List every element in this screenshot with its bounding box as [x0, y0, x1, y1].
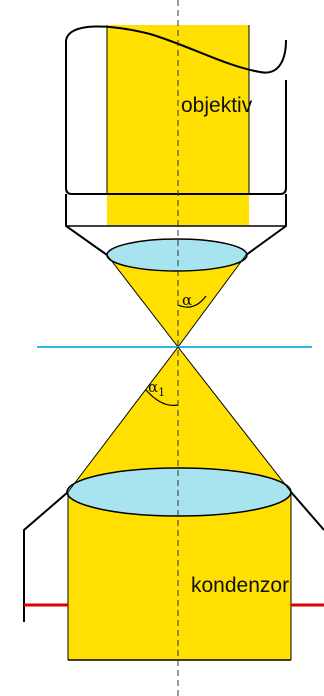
- condenser-label: kondenzor: [191, 574, 289, 597]
- objective: objektiv α: [65, 25, 287, 348]
- condenser-light-column: [68, 492, 291, 660]
- objective-angle-label: α: [182, 291, 192, 309]
- condenser-mount-left: [23, 491, 69, 622]
- objective-nose-left: [65, 194, 108, 256]
- condenser-cone-edge-left: [67, 346, 179, 493]
- objective-housing: [65, 40, 287, 195]
- condenser-lens: [66, 467, 292, 517]
- objective-top-edge: [65, 25, 287, 74]
- condenser-angle-arc: [145, 389, 179, 407]
- condenser-angle-label: α1: [148, 378, 165, 399]
- objective-nose-right: [245, 194, 287, 256]
- condenser-angle-subscript: 1: [158, 386, 165, 399]
- objective-angle-arc: [177, 295, 207, 308]
- objective-lens: [106, 238, 248, 272]
- condenser: kondenzor α1: [23, 346, 324, 661]
- objective-cone-edge-right: [177, 254, 247, 348]
- objective-cone-edge-left: [106, 254, 179, 348]
- condenser-mount-right: [290, 491, 324, 531]
- objective-label: objektiv: [181, 94, 253, 117]
- condenser-cone-edge-right: [177, 346, 292, 493]
- condenser-light-cone: [68, 347, 291, 492]
- condenser-angle-symbol: α: [148, 378, 158, 396]
- objective-light-cone: [107, 255, 246, 347]
